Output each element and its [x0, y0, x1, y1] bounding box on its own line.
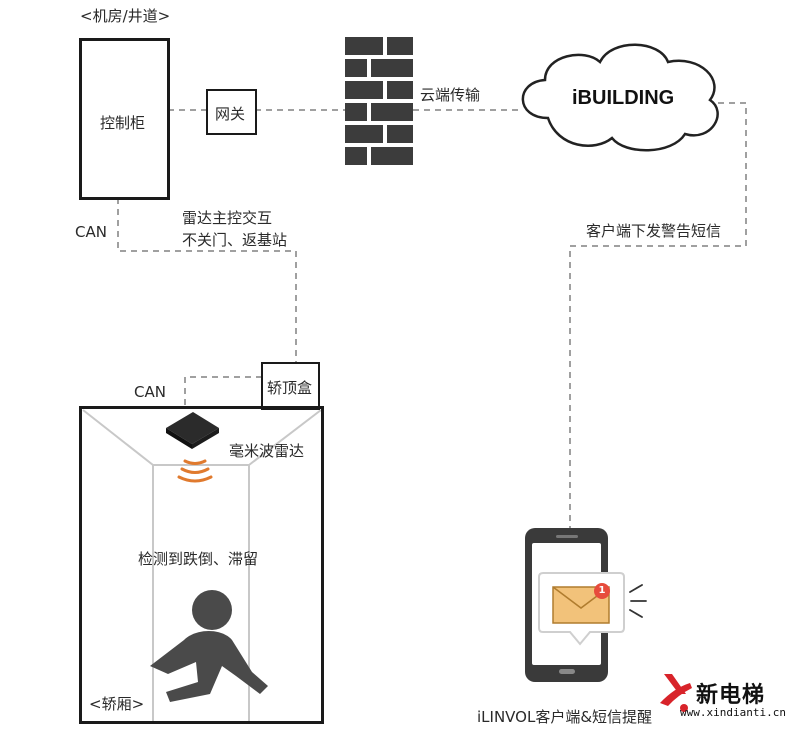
- machine-room-label: <机房/井道>: [80, 7, 171, 25]
- notification-badge: 1: [594, 583, 610, 599]
- cloud-transfer-label: 云端传输: [420, 86, 481, 104]
- can-top-label: CAN: [75, 223, 107, 241]
- radar-sensor-icon: [166, 412, 219, 449]
- control-cabinet-label: 控制柜: [100, 114, 146, 132]
- car-top-box-label: 轿顶盒: [267, 379, 313, 397]
- radar-interaction-line2: 不关门、返基站: [182, 231, 288, 249]
- control-cabinet: 控制柜: [79, 38, 170, 200]
- detect-label: 检测到跌倒、滞留: [138, 550, 259, 568]
- alert-lines-icon: [629, 584, 647, 618]
- cloud-phone-connector: [569, 102, 747, 530]
- watermark-site: www.xindianti.cn: [680, 706, 786, 719]
- can-car-label: CAN: [134, 383, 166, 401]
- gateway-label: 网关: [215, 105, 246, 123]
- client-sms-label: 客户端下发警告短信: [586, 222, 722, 240]
- gateway-box: 网关: [206, 89, 257, 135]
- car-top-box: 轿顶盒: [261, 362, 320, 410]
- watermark-brand: 新电梯: [696, 683, 766, 708]
- cabinet-cartop-connector: [117, 198, 297, 362]
- brand-logo-icon: [660, 674, 692, 712]
- car-label: <轿厢>: [89, 695, 145, 713]
- cloud-name: iBUILDING: [572, 87, 675, 109]
- radar-interaction-line1: 雷达主控交互: [182, 209, 273, 227]
- client-app-label: iLINVOL客户端&短信提醒: [477, 708, 653, 726]
- radar-wave-icon: [177, 459, 213, 483]
- firewall-icon: [345, 37, 413, 165]
- fallen-person-icon: [150, 590, 268, 702]
- cartop-car-connector: [184, 376, 262, 408]
- cloud-icon: [521, 43, 719, 152]
- mmwave-radar-label: 毫米波雷达: [229, 442, 305, 460]
- elevator-car: [79, 406, 324, 724]
